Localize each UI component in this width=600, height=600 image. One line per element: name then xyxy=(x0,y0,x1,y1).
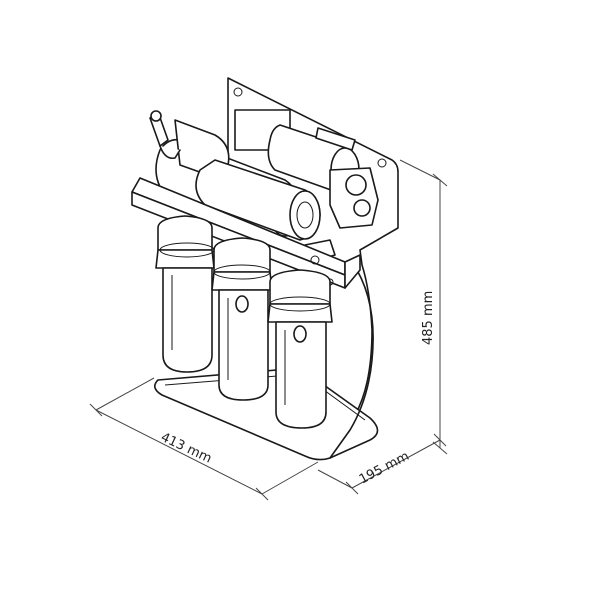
depth-label: 195 mm xyxy=(357,449,412,488)
side-support xyxy=(329,261,374,459)
filter-housing-2 xyxy=(211,237,273,401)
inlet-fitting xyxy=(149,110,181,160)
height-label: 485 mm xyxy=(421,291,436,345)
width-dimension xyxy=(89,377,319,501)
inline-cartridges xyxy=(155,119,321,241)
filter-housing-3 xyxy=(267,269,333,429)
width-label: 413 mm xyxy=(158,430,214,467)
filter-housing-1 xyxy=(155,215,215,373)
height-dimension xyxy=(399,159,448,455)
